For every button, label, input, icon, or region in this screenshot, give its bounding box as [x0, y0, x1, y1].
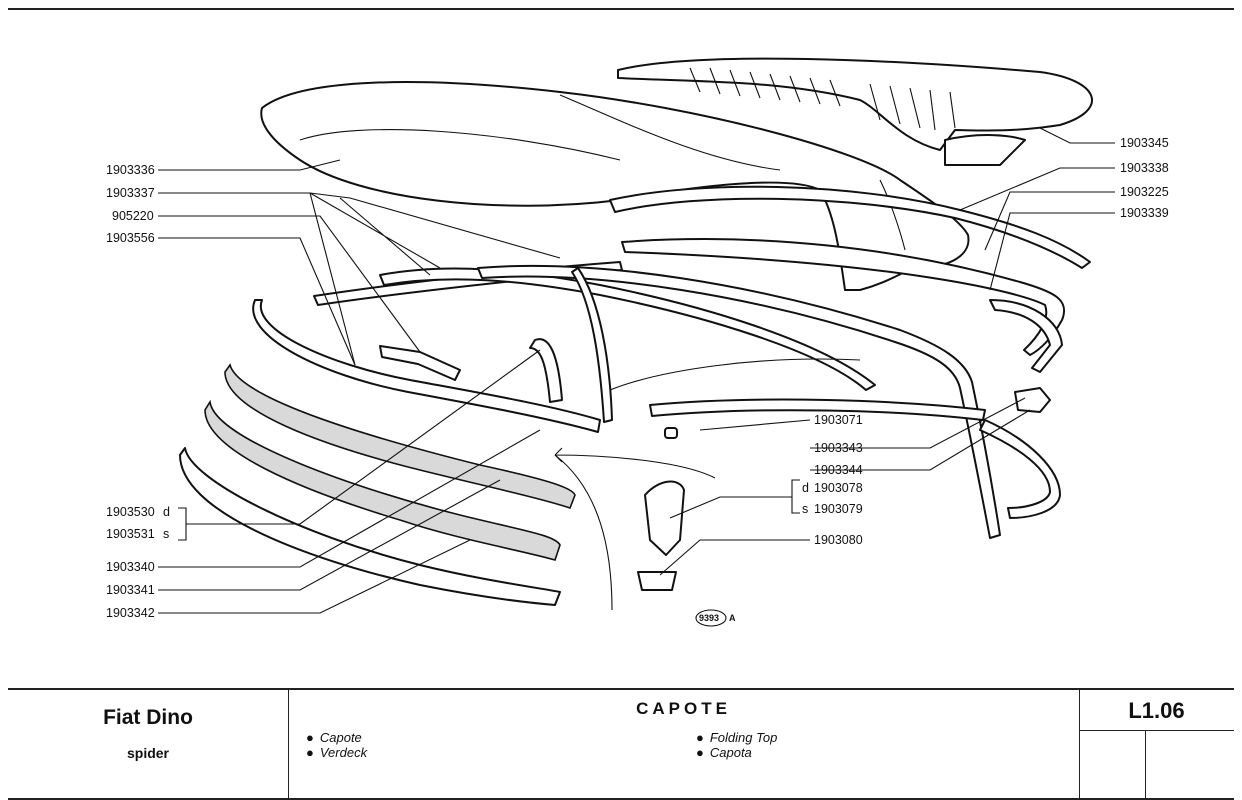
- bullet-icon: ●: [306, 745, 314, 760]
- leader-lines: [158, 127, 1115, 614]
- small-fittings: [637, 387, 1051, 591]
- figure-number: 9393: [699, 613, 719, 623]
- section-title: CAPOTE: [636, 699, 731, 718]
- part-label: 1903345: [1120, 136, 1169, 150]
- page-code: L1.06: [1128, 698, 1185, 723]
- part-label: 1903341: [106, 583, 155, 597]
- part-label: 1903225: [1120, 185, 1169, 199]
- figure-number-oval: [695, 609, 727, 627]
- assembly-arrows: [554, 447, 716, 611]
- soft-top-canopy: [260, 81, 970, 291]
- part-label: 1903342: [106, 606, 155, 620]
- lang-es: ●Capota: [696, 745, 752, 760]
- bullet-icon: ●: [696, 730, 704, 745]
- bullet-icon: ●: [306, 730, 314, 745]
- bullet-icon: ●: [696, 745, 704, 760]
- part-label: 1903071: [814, 413, 863, 427]
- part-label: 1903337: [106, 186, 155, 200]
- part-label: 905220: [112, 209, 154, 223]
- lang-de: ●Verdeck: [306, 745, 368, 760]
- part-label: 1903340: [106, 560, 155, 574]
- lang-en: ●Folding Top: [696, 730, 778, 745]
- part-label: 1903080: [814, 533, 863, 547]
- lang-it: ●Capote: [306, 730, 362, 745]
- top-rule: [8, 8, 1234, 10]
- title-block: Fiat Dino spider CAPOTE ●Capote ●Verdeck…: [8, 688, 1234, 800]
- part-label: 1903339: [1120, 206, 1169, 220]
- part-label: 1903556: [106, 231, 155, 245]
- part-label: 1903338: [1120, 161, 1169, 175]
- model-variant: spider: [126, 745, 169, 761]
- exploded-parts-diagram: 1903336 1903337 905220 1903556 1903530 d…: [106, 57, 1169, 627]
- part-label: 1903078: [814, 481, 863, 495]
- part-label: 1903079: [814, 502, 863, 516]
- side-marker: s: [163, 527, 169, 541]
- part-label: 1903344: [814, 463, 863, 477]
- side-marker: s: [802, 502, 808, 516]
- part-label: 1903336: [106, 163, 155, 177]
- figure-suffix: A: [729, 613, 736, 623]
- tonneau-cover: [617, 57, 1093, 166]
- model-name: Fiat Dino: [103, 706, 193, 729]
- part-label: 1903530: [106, 505, 155, 519]
- side-marker: d: [802, 481, 809, 495]
- side-marker: d: [163, 505, 170, 519]
- part-label: 1903531: [106, 527, 155, 541]
- side-rails-and-seals: [179, 299, 601, 606]
- folding-frame: [313, 261, 1061, 539]
- part-label: 1903343: [814, 441, 863, 455]
- rear-frame-rails: [609, 185, 1091, 373]
